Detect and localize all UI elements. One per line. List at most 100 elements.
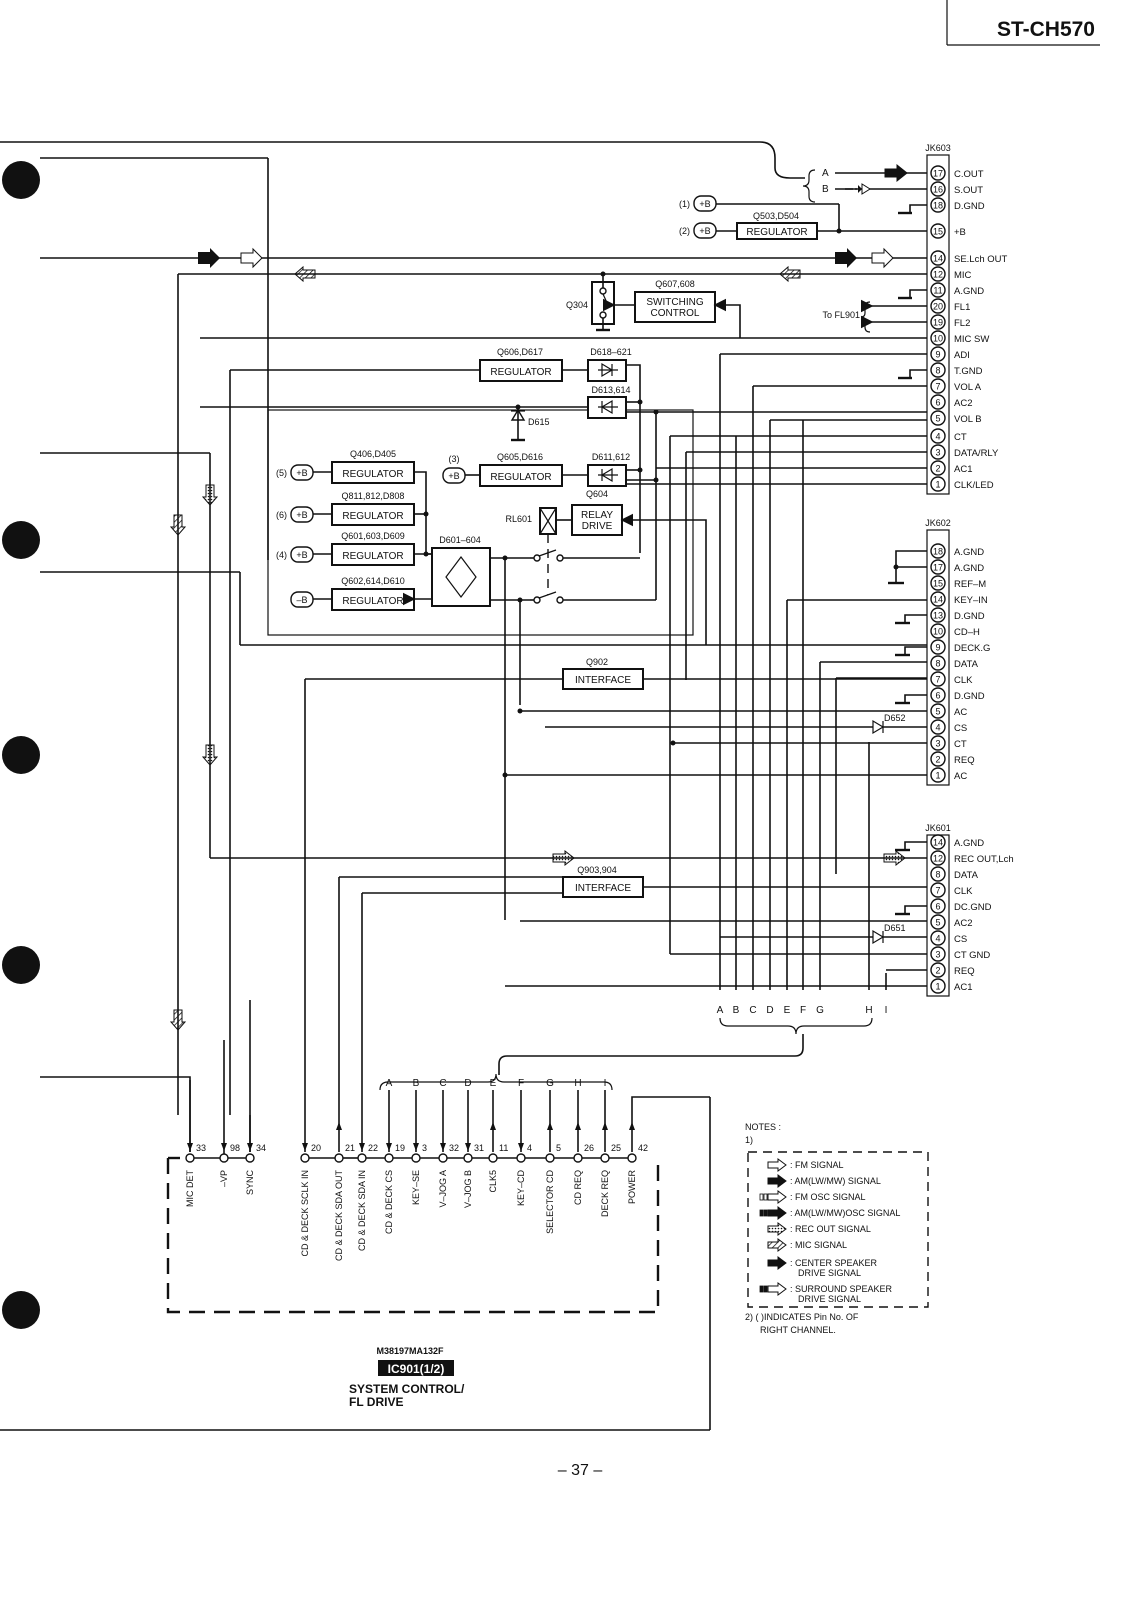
binder-holes xyxy=(2,161,40,1329)
bus-letter: A xyxy=(717,1005,724,1016)
svg-text:D618–621: D618–621 xyxy=(590,347,632,357)
pin-label: +B xyxy=(954,227,966,238)
ic-pin-name: V–JOG A xyxy=(438,1170,448,1208)
mic-arrow-icon xyxy=(169,514,187,536)
bus-letter: G xyxy=(816,1005,824,1016)
svg-text:Q605,D616: Q605,D616 xyxy=(497,452,543,462)
pin-label: CS xyxy=(954,723,967,734)
binder-hole xyxy=(2,521,40,559)
svg-text:INTERFACE: INTERFACE xyxy=(575,883,631,894)
ic-pin-name: CLK5 xyxy=(488,1170,498,1193)
svg-text:Q604: Q604 xyxy=(586,489,608,499)
ic-pin-name: CD REQ xyxy=(573,1170,583,1205)
pin-label: AC2 xyxy=(954,918,972,929)
rec-out-arrow-icon xyxy=(552,849,575,867)
zener-d615-label: D615 xyxy=(528,417,550,427)
pin-number: 11 xyxy=(933,286,942,296)
pin-label: REC OUT,Lch xyxy=(954,854,1014,865)
pin-number: 14 xyxy=(933,595,943,605)
ic-pin-terminal xyxy=(334,1153,344,1163)
legend-item: : MIC SIGNAL xyxy=(767,1238,847,1252)
relay-drive-q604 xyxy=(571,504,623,536)
pin-label: A.GND xyxy=(954,563,984,574)
ic-pin-terminal xyxy=(516,1153,526,1163)
mic-arrow-icon xyxy=(767,1238,787,1252)
ic-pin-name: –VP xyxy=(219,1170,229,1187)
ic-pin-bus-letter: I xyxy=(604,1078,607,1089)
ic-pin-name: KEY–CD xyxy=(516,1170,526,1207)
pin-number: 3 xyxy=(935,950,940,960)
ic-pin-terminal xyxy=(545,1153,555,1163)
svg-text:(6): (6) xyxy=(276,510,287,520)
ic-part-number: M38197MA132F xyxy=(376,1346,444,1356)
pin-number: 18 xyxy=(933,547,943,557)
svg-text:(3): (3) xyxy=(449,454,460,464)
bus-label-b: B xyxy=(822,184,829,195)
pin-label: REQ xyxy=(954,755,975,766)
binder-hole xyxy=(2,736,40,774)
bus-letter: F xyxy=(800,1005,806,1016)
ic-pin-number: 21 xyxy=(345,1143,355,1153)
bus-letter: C xyxy=(749,1005,756,1016)
ic-pin-name: V–JOG B xyxy=(463,1170,473,1208)
svg-text:(1): (1) xyxy=(679,199,690,209)
pin-number: 17 xyxy=(933,169,943,179)
ic-ref-badge xyxy=(378,1360,454,1376)
svg-text:Q304: Q304 xyxy=(566,300,588,310)
ic-pin-number: 32 xyxy=(449,1143,459,1153)
ic-pin-name: MIC DET xyxy=(185,1170,195,1208)
svg-text:D652: D652 xyxy=(884,713,906,723)
pin-number: 7 xyxy=(935,382,940,392)
svg-text:(2): (2) xyxy=(679,226,690,236)
notes: NOTES : 1) : FM SIGNAL: AM(LW/MW) SIGNAL… xyxy=(745,1122,929,1335)
connector-body xyxy=(926,529,950,786)
svg-text:REGULATOR: REGULATOR xyxy=(342,596,403,607)
pin-label: VOL A xyxy=(954,382,982,393)
svg-text:+B: +B xyxy=(699,199,710,209)
connector-id: JK601 xyxy=(925,823,951,833)
pin-label: KEY–IN xyxy=(954,595,988,606)
pin-label: AC1 xyxy=(954,464,972,475)
ic-pin-terminal xyxy=(357,1153,367,1163)
center-speaker-arrow-icon xyxy=(767,1256,787,1270)
pin-label: AC1 xyxy=(954,982,972,993)
pin-label: DATA/RLY xyxy=(954,448,999,459)
svg-text:Q406,D405: Q406,D405 xyxy=(350,449,396,459)
legend-label: : CENTER SPEAKER xyxy=(790,1258,878,1268)
svg-text:D651: D651 xyxy=(884,923,906,933)
pin-number: 2 xyxy=(935,966,940,976)
pin-number: 13 xyxy=(933,611,943,621)
legend-label-line2: DRIVE SIGNAL xyxy=(798,1268,861,1278)
fm-arrow-icon xyxy=(767,1158,787,1172)
svg-text:+B: +B xyxy=(699,226,710,236)
connector-pin: 14 KEY–IN xyxy=(930,591,988,607)
bus-letter: I xyxy=(885,1005,888,1016)
pin-label: AC xyxy=(954,771,967,782)
ic-pin-terminal xyxy=(300,1153,310,1163)
bus-letter: E xyxy=(784,1005,791,1016)
ic-pin-name: SELECTOR CD xyxy=(545,1170,555,1234)
pin-label: CLK/LED xyxy=(954,480,994,491)
bus-label-a: A xyxy=(822,168,829,179)
pin-number: 6 xyxy=(935,902,940,912)
